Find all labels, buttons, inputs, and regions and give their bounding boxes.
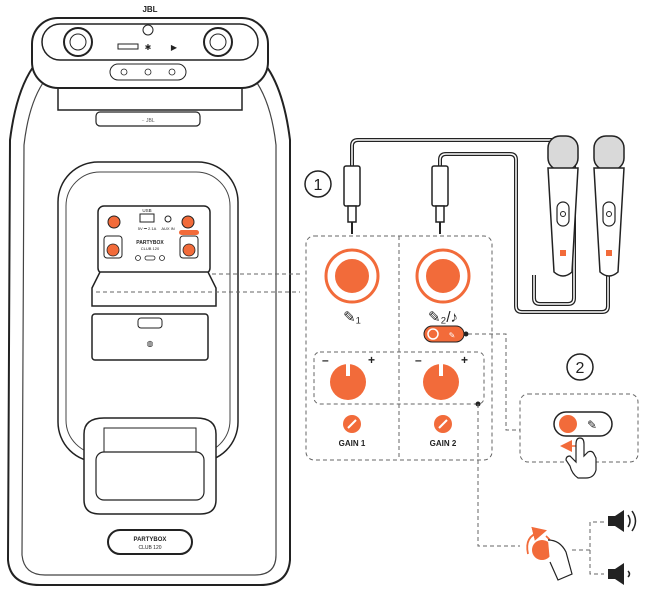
step-1-badge <box>304 170 332 198</box>
panel-mic2-jack <box>181 215 195 229</box>
front-badge-model: CLUB 120 <box>138 545 161 551</box>
step-2-number: 2 <box>576 360 585 377</box>
party-icon <box>144 68 152 76</box>
panel-usb-spec: 5V ⎓ 2.1A <box>138 226 157 231</box>
microphone-1 <box>547 135 579 277</box>
front-badge-brand: PARTYBOX <box>134 537 167 543</box>
volume-down-icon <box>608 563 631 585</box>
volume-up-icon <box>608 510 637 532</box>
aux-port-icon <box>164 215 172 223</box>
panel-usb-label: USB <box>142 208 151 213</box>
gain1-minus: – <box>322 353 329 367</box>
mic-plug-2 <box>431 165 449 234</box>
gain2-knob <box>423 362 459 400</box>
enlarged-input-panel: ✎₁ ✎₂/♪ ✎ – + – + GAIN 1 GAIN 2 <box>305 235 493 461</box>
switch-mic-glyph: ✎ <box>587 418 597 432</box>
gain1-label: GAIN 1 <box>339 439 366 448</box>
switch-mic-icon: ✎ <box>449 331 456 340</box>
mic1-icon: ✎₁ <box>343 309 361 326</box>
top-left-knob <box>63 27 93 57</box>
top-right-knob <box>203 27 233 57</box>
light-icon <box>120 68 128 76</box>
gain2-minus: – <box>415 353 422 367</box>
gain-rotate-hand <box>526 526 573 581</box>
panel-mic-switch <box>179 230 199 235</box>
microphone-2 <box>593 135 625 277</box>
panel-model: CLUB 120 <box>141 246 160 251</box>
gain1-plus: + <box>368 353 375 367</box>
play-icon: ▶ <box>171 43 178 52</box>
panel-cover <box>91 271 217 307</box>
step-2-switch-detail: ✎ <box>519 393 639 479</box>
gain1-knob <box>330 362 366 400</box>
hand-pointer-icon <box>565 437 597 479</box>
step-1-number: 1 <box>314 177 323 194</box>
panel-gain1-knob <box>106 243 120 257</box>
usb-port-icon <box>139 213 155 223</box>
panel-gain2-knob <box>182 243 196 257</box>
mic-plug-1 <box>343 165 361 234</box>
battery-icon <box>117 43 139 50</box>
mode-icon <box>168 68 176 76</box>
panel-mic1-jack <box>107 215 121 229</box>
rotating-knob <box>532 540 552 560</box>
mic2-guitar-icon: ✎₂/♪ <box>428 309 458 326</box>
jbl-logo: JBL <box>142 5 157 14</box>
power-icon <box>142 24 154 36</box>
svg-text:·· JBL: ·· JBL <box>141 118 155 124</box>
speaker-body: ✱ ▶ ·· JBL USB 5V ⎓ 2.1A AUX IN PARTYBOX… <box>6 17 291 586</box>
info-icon: ◍ <box>147 339 154 348</box>
gain2-label: GAIN 2 <box>430 439 457 448</box>
front-badge <box>107 529 193 555</box>
gain2-plus: + <box>461 353 468 367</box>
bluetooth-icon: ✱ <box>145 43 152 52</box>
step-2-badge <box>566 353 594 381</box>
panel-brand: PARTYBOX <box>136 240 164 246</box>
panel-aux-label: AUX IN <box>161 226 174 231</box>
